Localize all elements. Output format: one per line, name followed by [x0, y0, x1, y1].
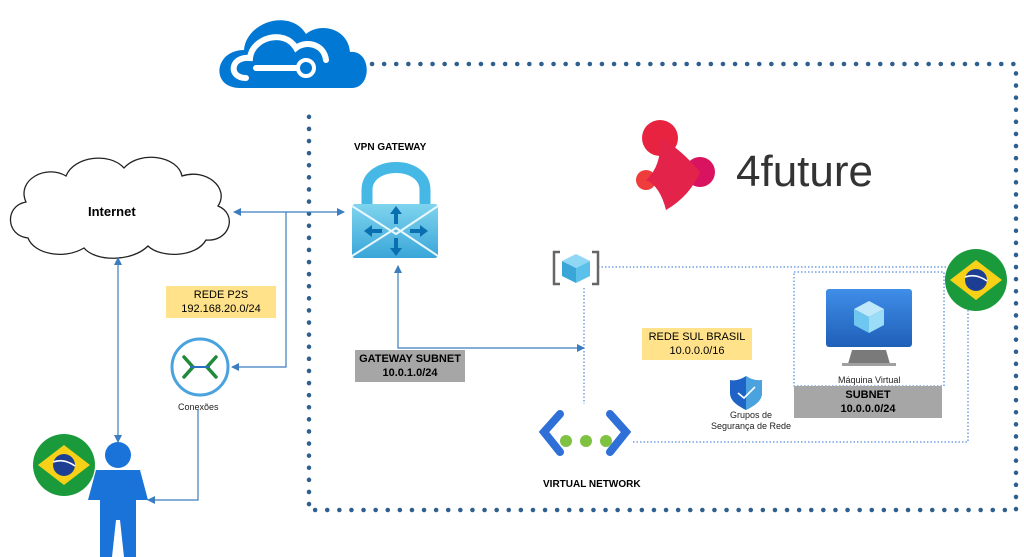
virtual-machine-icon: [826, 289, 912, 366]
nsg-shield-icon: [730, 376, 762, 410]
user-icon: [88, 442, 148, 557]
rede-p2s-title: REDE P2S: [193, 289, 249, 301]
vpn-gateway-icon: [351, 162, 439, 258]
subnet-cidr: 10.0.0.0/24: [840, 403, 896, 415]
vnet-icon: [538, 410, 632, 456]
nsg-label-line1: Grupos de: [729, 410, 773, 420]
rede-sul-brasil-box: REDE SUL BRASIL 10.0.0.0/16: [642, 328, 752, 360]
rede-sul-brasil-title: REDE SUL BRASIL: [648, 331, 746, 343]
connections-label: Conexões: [178, 402, 219, 412]
resource-group-icon: [552, 250, 600, 286]
rede-sul-brasil-cidr: 10.0.0.0/16: [669, 345, 725, 357]
nsg-label-line2: Segurança de Rede: [710, 421, 792, 431]
brand-name: 4future: [736, 147, 873, 196]
brazil-flag-icon: [33, 434, 95, 496]
connections-icon: [170, 337, 230, 397]
gateway-subnet-title: GATEWAY SUBNET: [359, 353, 461, 365]
gateway-subnet-cidr: 10.0.1.0/24: [382, 367, 438, 379]
subnet-label-box: SUBNET 10.0.0.0/24: [794, 386, 942, 418]
vpn-gateway-label: VPN GATEWAY: [354, 142, 427, 153]
azure-cloud-icon: [219, 20, 367, 89]
virtual-network-label: VIRTUAL NETWORK: [543, 479, 641, 490]
subnet-box: [793, 271, 945, 387]
rede-p2s-cidr: 192.168.20.0/24: [181, 303, 261, 315]
vm-label: Máquina Virtual: [838, 375, 901, 385]
gateway-subnet-box: GATEWAY SUBNET 10.0.1.0/24: [355, 350, 465, 382]
rede-p2s-box: REDE P2S 192.168.20.0/24: [166, 286, 276, 318]
brand-logo-icon: [636, 120, 715, 210]
subnet-title: SUBNET: [845, 389, 891, 401]
connectors: [114, 208, 585, 504]
internet-label: Internet: [88, 204, 136, 219]
brazil-flag-icon: [945, 249, 1007, 311]
azure-boundary: [306, 61, 1019, 513]
